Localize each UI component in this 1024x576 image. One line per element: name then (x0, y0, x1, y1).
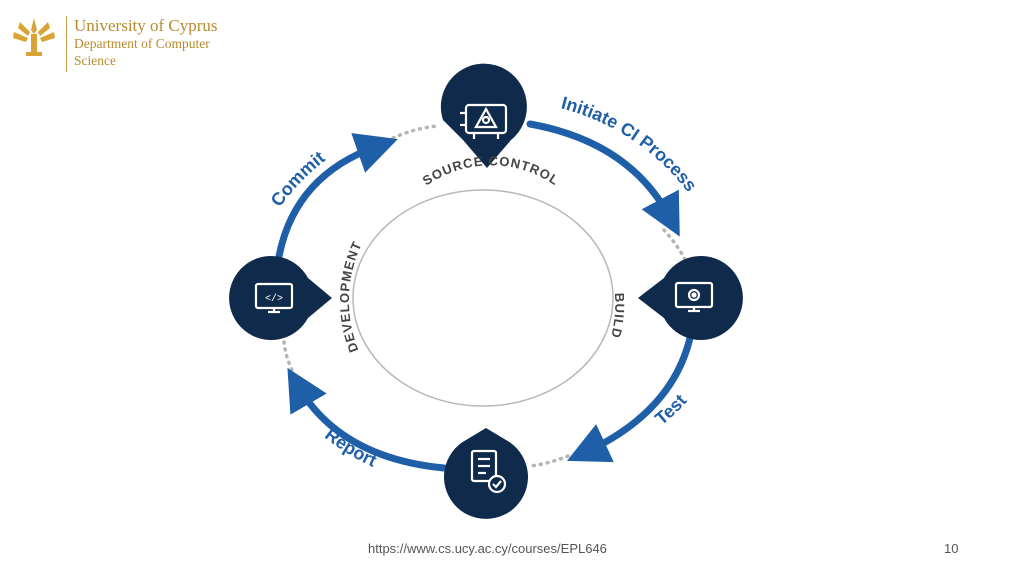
inner-ring (352, 189, 614, 407)
logo-divider (66, 16, 67, 72)
page-number: 10 (944, 541, 959, 556)
code-glyph: </> (265, 293, 283, 305)
source-control-icon (460, 103, 508, 139)
build-node (638, 256, 743, 340)
source-control-label: SOURCE CONTROL (420, 153, 562, 188)
university-logo: University of Cyprus Department of Compu… (8, 8, 228, 74)
cycle-arrows (274, 120, 694, 472)
build-gear-monitor-icon (674, 281, 714, 313)
report-checklist-icon (470, 449, 507, 494)
department-name: Department of Computer Science (74, 36, 210, 68)
source-control-node (440, 63, 527, 168)
build-label: BUILD (608, 293, 627, 341)
university-name: University of Cyprus (74, 16, 218, 35)
initiate-ci-label: Initiate CI Process (559, 93, 700, 196)
report-node (444, 428, 528, 519)
cypress-tree-logo-icon (13, 18, 55, 56)
course-url: https://www.cs.ucy.ac.cy/courses/EPL646 (368, 541, 607, 556)
development-label: DEVELOPMENT (337, 239, 365, 355)
code-monitor-icon (254, 282, 294, 314)
logo-text: University of Cyprus Department of Compu… (74, 16, 234, 69)
development-node: </> (229, 256, 332, 340)
